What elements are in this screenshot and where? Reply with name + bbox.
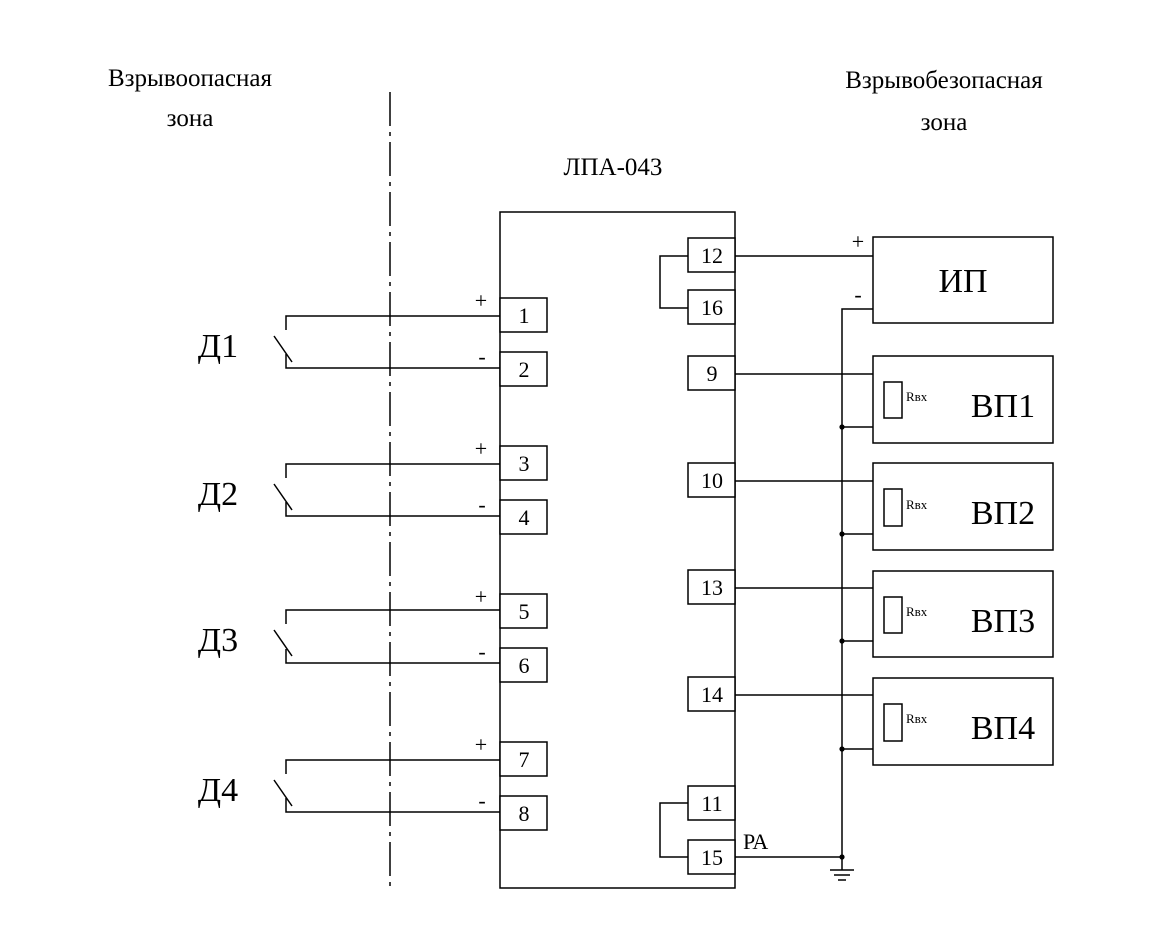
terminal-5 <box>499 593 548 629</box>
terminal-13 <box>687 569 736 605</box>
jumper-11-15 <box>659 802 688 858</box>
hazardous-zone-label-line1: Взрывоопасная <box>108 65 273 92</box>
terminal-label-11: 11 <box>701 791 722 816</box>
terminal-label-7: 7 <box>519 747 530 772</box>
terminal-8 <box>499 795 548 831</box>
input-resistor-1 <box>883 381 903 419</box>
terminal-label-3: 3 <box>519 451 530 476</box>
sensor-3-plus-wire <box>285 609 500 624</box>
sensor-2-minus-wire <box>285 502 500 517</box>
sensor-1-switch <box>273 335 293 363</box>
converter-box-3 <box>872 570 1054 658</box>
sensor-3-switch <box>273 629 293 657</box>
converter-box-2 <box>872 462 1054 551</box>
terminal-6 <box>499 647 548 683</box>
signal-wire-14 <box>735 694 894 704</box>
sensor-label-1: Д1 <box>198 328 238 365</box>
terminal-11 <box>687 785 736 821</box>
terminal-label-8: 8 <box>519 801 530 826</box>
sign-plus-1: + <box>475 288 487 313</box>
sensor-circuits: Д1 Д2 Д3 Д4 + - + - + - + - 1 2 3 4 5 6 … <box>198 288 548 831</box>
sensor-label-3: Д3 <box>198 622 238 659</box>
terminal-label-4: 4 <box>519 505 530 530</box>
sign-minus-4: - <box>478 492 485 517</box>
sensor-4-plus-wire <box>285 759 500 774</box>
sensor-1-minus-wire <box>285 354 500 369</box>
sensor-2-plus-wire <box>285 463 500 478</box>
safe-zone-label-line2: зона <box>921 109 968 136</box>
input-resistor-3 <box>883 596 903 634</box>
input-resistor-4 <box>883 703 903 742</box>
terminal-label-12: 12 <box>701 243 723 268</box>
device-title: ЛПА-043 <box>564 154 663 181</box>
terminal-1 <box>499 297 548 333</box>
terminal-label-6: 6 <box>519 653 530 678</box>
signal-wire-13 <box>735 587 894 597</box>
terminal-12 <box>687 237 736 273</box>
junction-vp4 <box>839 746 845 752</box>
junction-vp1 <box>839 424 845 430</box>
input-resistor-label-4: Rвх <box>906 711 928 726</box>
signal-wire-9 <box>735 373 894 382</box>
converter-box-4 <box>872 677 1054 766</box>
output-circuits: 12 16 9 10 13 14 11 15 РА ИП + - Rвх ВП1… <box>659 229 1054 881</box>
common-bus <box>841 308 873 857</box>
hazardous-zone-label-line2: зона <box>167 105 214 132</box>
terminal-label-15: 15 <box>701 845 723 870</box>
sensor-2-switch <box>273 483 293 511</box>
converter-box-1 <box>872 355 1054 444</box>
power-supply-box <box>872 236 1054 324</box>
terminal-label-13: 13 <box>701 575 723 600</box>
converter-label-3: ВП3 <box>971 603 1035 640</box>
junction-ground <box>839 854 845 860</box>
terminal-label-9: 9 <box>707 361 718 386</box>
input-resistor-label-1: Rвх <box>906 389 928 404</box>
input-resistor-label-2: Rвх <box>906 497 928 512</box>
safe-zone-label-line1: Взрывобезопасная <box>845 67 1043 94</box>
converter-label-2: ВП2 <box>971 495 1035 532</box>
junction-vp2 <box>839 531 845 537</box>
terminal-9 <box>687 355 736 391</box>
jumper-12-16 <box>659 255 688 309</box>
sign-plus-7: + <box>475 732 487 757</box>
terminal-14 <box>687 676 736 712</box>
sign-minus-8: - <box>478 788 485 813</box>
terminal-label-5: 5 <box>519 599 530 624</box>
relay-output-label: РА <box>743 829 768 854</box>
terminal-4 <box>499 499 548 535</box>
power-supply-plus: + <box>852 229 864 254</box>
terminal-label-1: 1 <box>519 303 530 328</box>
terminal-label-10: 10 <box>701 468 723 493</box>
sign-minus-2: - <box>478 344 485 369</box>
sensor-4-switch <box>273 779 293 807</box>
power-supply-minus: - <box>854 282 861 307</box>
sign-plus-5: + <box>475 584 487 609</box>
power-supply-label: ИП <box>938 263 987 300</box>
terminal-label-2: 2 <box>519 357 530 382</box>
sensor-label-4: Д4 <box>198 772 238 809</box>
terminal-7 <box>499 741 548 777</box>
terminal-label-14: 14 <box>701 682 723 707</box>
terminal-2 <box>499 351 548 387</box>
sign-plus-3: + <box>475 436 487 461</box>
signal-wire-10 <box>735 480 894 489</box>
junction-vp3 <box>839 638 845 644</box>
sensor-4-minus-wire <box>285 798 500 813</box>
sensor-label-2: Д2 <box>198 476 238 513</box>
sensor-1-plus-wire <box>285 315 500 330</box>
terminal-label-16: 16 <box>701 295 723 320</box>
sign-minus-6: - <box>478 639 485 664</box>
terminal-15 <box>687 839 736 875</box>
terminal-10 <box>687 462 736 498</box>
converter-label-1: ВП1 <box>971 388 1035 425</box>
converter-label-4: ВП4 <box>971 710 1035 747</box>
input-resistor-2 <box>883 488 903 527</box>
terminal-16 <box>687 289 736 325</box>
input-resistor-label-3: Rвх <box>906 604 928 619</box>
terminal-3 <box>499 445 548 481</box>
sensor-3-minus-wire <box>285 649 500 664</box>
